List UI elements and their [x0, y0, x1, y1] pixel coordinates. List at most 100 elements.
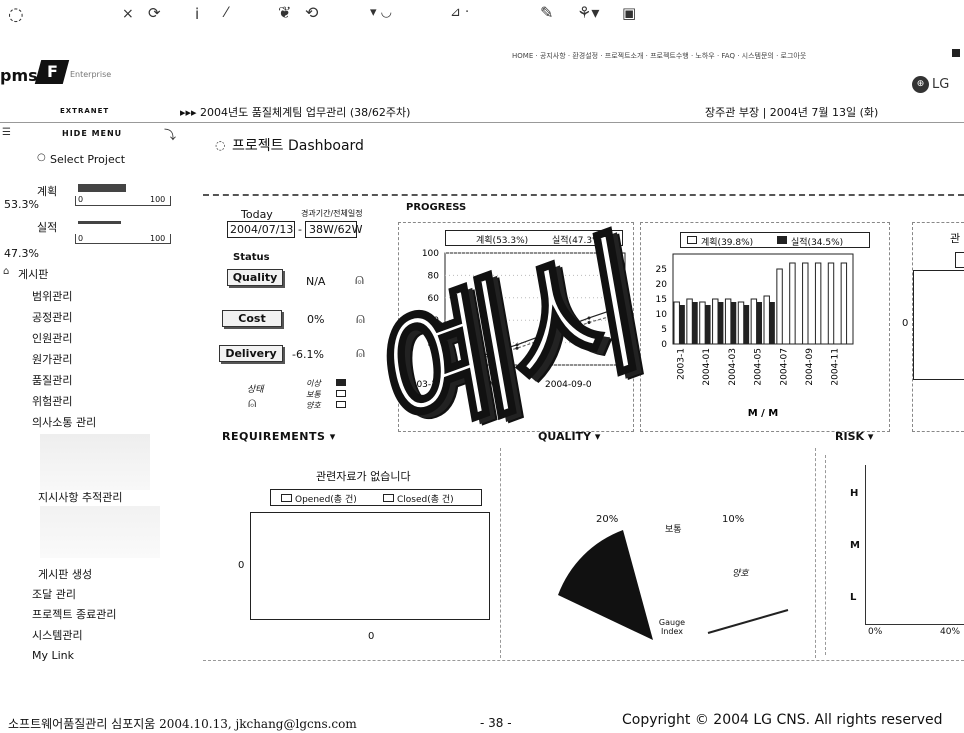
x-tick-label: 2004-09-0 — [545, 380, 592, 390]
sidebar-blur-sub — [40, 434, 150, 490]
sidebar-item-closing[interactable]: 프로젝트 종료관리 — [32, 608, 117, 621]
back-icon[interactable]: ◌ — [8, 4, 24, 25]
actual-progress-bar — [78, 221, 168, 227]
plan-progress-bar — [78, 184, 168, 192]
gauge-index-label: Gauge Index — [658, 618, 686, 636]
data-point — [587, 320, 591, 324]
sidebar: ☰ HIDE MENU ⤵ ○ Select Project 계획 53.3% … — [0, 124, 200, 684]
risk-plot — [865, 465, 964, 625]
info-icon[interactable]: ⅰ — [195, 5, 200, 23]
today-field: 2004/07/13 — [227, 221, 295, 238]
user-date: 장주관 부장 | 2004년 7월 13일 (화) — [705, 106, 879, 119]
bar-plan — [840, 262, 848, 345]
bar-plan — [712, 298, 719, 345]
mail-icon[interactable]: ▾ ◡ — [370, 5, 393, 20]
bar-plan — [686, 298, 693, 345]
sidebar-item-quality[interactable]: 품질관리 — [32, 374, 73, 387]
y-tick-label: 25 — [656, 265, 667, 275]
sidebar-item-communication[interactable]: 의사소통 관리 — [32, 416, 97, 429]
risk-h: H — [850, 488, 859, 499]
messenger-icon[interactable]: ⚘▾ — [577, 3, 600, 22]
bar-actual — [692, 302, 698, 344]
risk-panel — [825, 455, 964, 655]
requirements-title[interactable]: REQUIREMENTS ▾ — [222, 430, 336, 443]
sidebar-item-schedule[interactable]: 공정관리 — [32, 311, 73, 324]
y-tick-label: 60 — [428, 294, 440, 304]
cost-button[interactable]: Cost — [222, 310, 282, 327]
select-project-link[interactable]: Select Project — [50, 153, 126, 166]
data-point — [443, 363, 447, 367]
pen-icon[interactable]: ⁄ — [225, 5, 228, 21]
collapse-icon[interactable]: ⤵ — [164, 128, 177, 142]
sidebar-item-mylink[interactable]: My Link — [32, 649, 75, 662]
gauge-label-good: 양호 — [732, 569, 749, 579]
sidebar-item-cost[interactable]: 원가관리 — [32, 353, 73, 366]
y-tick-label: 10 — [656, 310, 668, 320]
gauge-sector — [558, 530, 653, 640]
sidebar-item-procurement[interactable]: 조달 관리 — [32, 588, 76, 601]
state-label: 상태 — [247, 385, 264, 395]
quality-title[interactable]: QUALITY ▾ — [538, 430, 601, 443]
quality-button[interactable]: Quality — [227, 269, 283, 286]
browser-toolbar: ◌ × ⟳ ⅰ ⁄ ❦ ⟲ ▾ ◡ ⊿ · ✎ ⚘▾ ▣ — [0, 0, 964, 30]
plan-scale-zero: 0 — [78, 195, 84, 204]
x-tick-label: 2004- — [475, 380, 501, 390]
select-project-icon: ○ — [37, 152, 46, 163]
y-tick-label: 20 — [656, 280, 668, 290]
period-label: 경과기간/전체일정 — [301, 209, 363, 218]
data-point — [479, 354, 483, 358]
y-tick-label: 100 — [422, 249, 439, 259]
sidebar-item-staff[interactable]: 인원관리 — [32, 332, 73, 345]
sidebar-item-board[interactable]: 게시판 — [18, 268, 49, 281]
plan-scale — [75, 196, 171, 206]
y-tick-label: 0 — [433, 361, 439, 371]
edit-icon[interactable]: ✎ — [540, 3, 554, 22]
data-point — [551, 334, 555, 338]
sidebar-item-risk[interactable]: 위험관리 — [32, 395, 73, 408]
quality-gauge — [558, 530, 789, 640]
y-tick-label: 80 — [428, 271, 440, 281]
delivery-button[interactable]: Delivery — [219, 345, 283, 362]
partial-chart-frame — [912, 222, 964, 432]
progress-chart-frame — [398, 222, 634, 432]
print-icon[interactable]: ⊿ · — [450, 5, 470, 20]
history-icon[interactable]: ⟲ — [305, 3, 319, 22]
sidebar-item-scope[interactable]: 범위관리 — [32, 290, 73, 303]
actual-scale-zero: 0 — [78, 234, 84, 243]
x-tick-label: 2004-09 — [805, 348, 815, 386]
x-tick-label: 2004-03 — [728, 348, 738, 386]
series-line-1 — [444, 305, 626, 366]
hide-menu-button[interactable]: HIDE MENU — [62, 129, 123, 138]
top-nav[interactable]: HOME · 공지사항 · 환경설정 · 프로젝트소개 · 프로젝트수행 · 노… — [512, 52, 807, 60]
sidebar-item-board-create[interactable]: 게시판 생성 — [38, 568, 93, 581]
bar-actual — [756, 302, 762, 344]
lg-logo: ⊕ LG — [912, 76, 962, 96]
gauge-pct-a: 20% — [596, 514, 619, 525]
sidebar-item-instruction[interactable]: 지시사항 추적관리 — [38, 491, 123, 504]
plan-label: 계획 — [37, 185, 58, 198]
bar-actual — [730, 302, 737, 344]
bar-plan — [789, 262, 796, 345]
page-title: 프로젝트 Dashboard — [232, 138, 364, 154]
pms-logo: pms F Enterprise — [0, 60, 112, 85]
bar-plan — [724, 298, 732, 345]
requirements-plot — [250, 512, 490, 620]
bar-plan — [699, 301, 706, 345]
today-label: Today — [241, 208, 273, 221]
sidebar-item-system[interactable]: 시스템관리 — [32, 629, 83, 642]
plot-area — [444, 252, 626, 366]
partial-chart-plot — [913, 270, 964, 380]
refresh-icon[interactable]: ⟳ — [148, 4, 161, 22]
risk-x0: 0% — [868, 627, 883, 637]
risk-title[interactable]: RISK ▾ — [835, 430, 874, 443]
x-tick-label: 2003-1 — [405, 380, 437, 390]
close-icon[interactable]: × — [122, 6, 134, 22]
bar-actual — [718, 302, 724, 344]
data-point — [515, 343, 519, 347]
globe-icon[interactable]: ❦ — [278, 3, 292, 22]
data-point — [623, 304, 627, 308]
window-icon[interactable]: ▣ — [622, 4, 637, 22]
requirements-legend: Opened(총 건) Closed(총 건) — [270, 489, 482, 506]
